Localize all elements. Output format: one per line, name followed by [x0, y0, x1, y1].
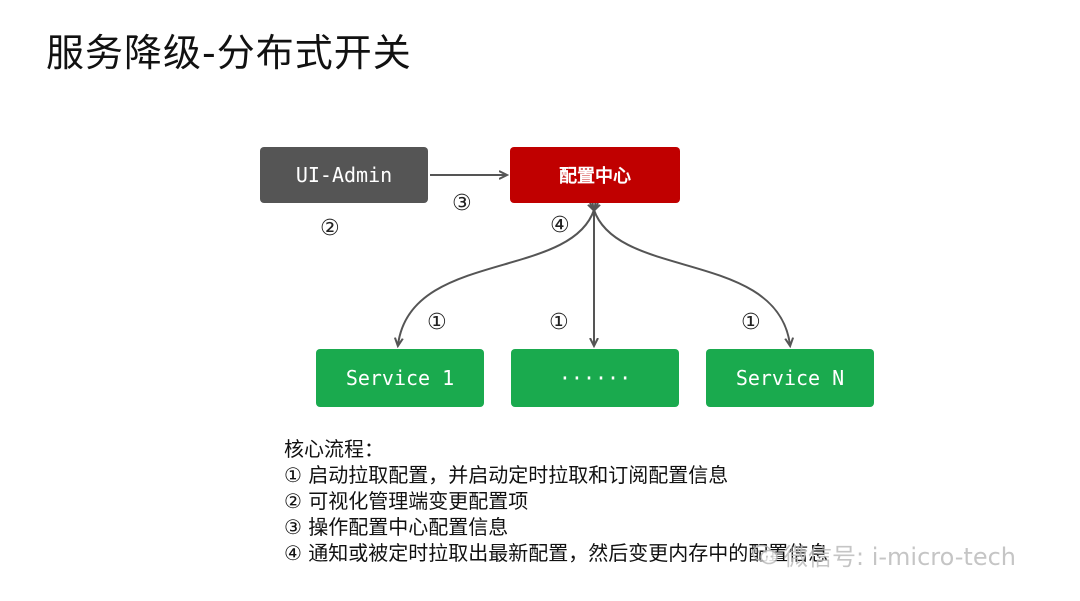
notes-item-2: ② 可视化管理端变更配置项	[284, 489, 529, 513]
notes-item-1: ① 启动拉取配置，并启动定时拉取和订阅配置信息	[284, 463, 729, 487]
watermark-text: 微信号: i-micro-tech	[784, 543, 1016, 571]
step-4-label: ④	[550, 213, 570, 238]
ui-admin-node: UI-Admin	[260, 147, 428, 203]
step-3-label: ③	[452, 191, 472, 216]
ui-admin-label: UI-Admin	[295, 163, 393, 187]
service-ellipsis-node: ······	[511, 349, 679, 407]
arrow-servicen-config	[594, 210, 790, 345]
step-1-label-left: ①	[427, 310, 447, 335]
service-n-node: Service N	[706, 349, 874, 407]
watermark: 微信号: i-micro-tech	[752, 537, 1016, 572]
config-center-label: 配置中心	[559, 166, 631, 187]
service-1-node: Service 1	[316, 349, 484, 407]
service-n-label: Service N	[735, 366, 845, 390]
config-center-node: 配置中心	[510, 147, 680, 203]
arrow-service1-config	[398, 210, 594, 345]
notes-item-3: ③ 操作配置中心配置信息	[284, 515, 509, 539]
step-2-label: ②	[320, 216, 340, 241]
wechat-icon	[752, 544, 778, 564]
notes-heading: 核心流程：	[284, 437, 384, 461]
step-1-label-right: ①	[741, 310, 761, 335]
service-ellipsis-label: ······	[558, 366, 632, 390]
step-1-label-middle: ①	[549, 310, 569, 335]
notes-item-4: ④ 通知或被定时拉取出最新配置，然后变更内存中的配置信息	[284, 541, 829, 565]
page-title: 服务降级-分布式开关	[46, 31, 412, 75]
service-1-label: Service 1	[345, 366, 455, 390]
process-notes: 核心流程： ① 启动拉取配置，并启动定时拉取和订阅配置信息 ② 可视化管理端变更…	[284, 436, 828, 566]
